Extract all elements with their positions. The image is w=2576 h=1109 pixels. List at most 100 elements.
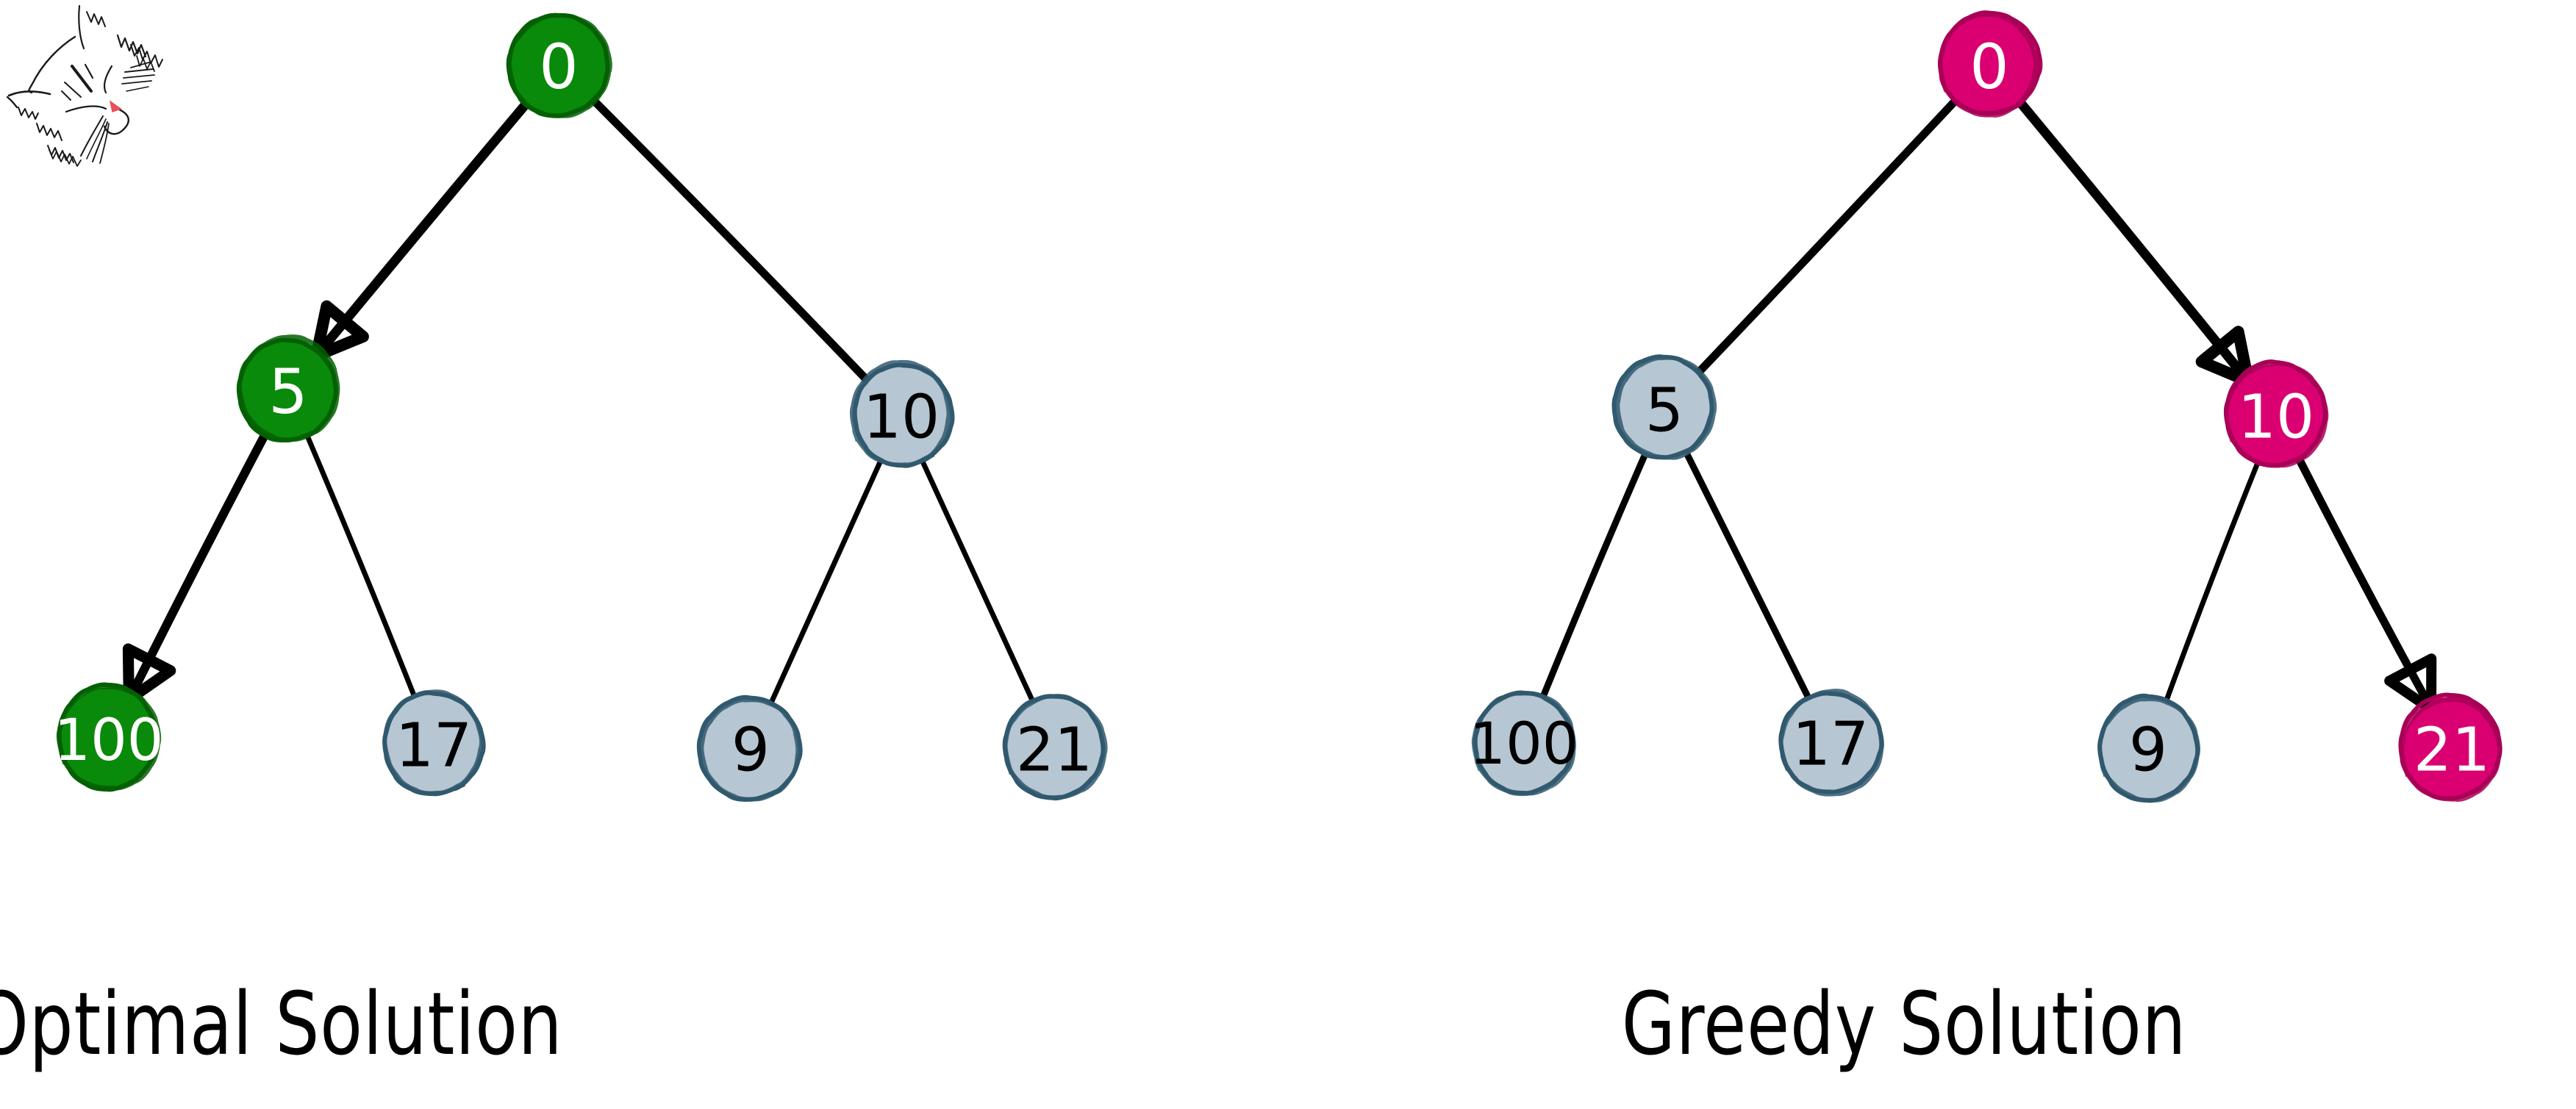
edge-5-to-17: [1682, 447, 1814, 704]
tree-node-optimal-9[interactable]: 9: [696, 695, 803, 802]
edge-10-to-9: [767, 455, 885, 708]
doodle-stroke: [47, 145, 74, 163]
cat-head-sketch: [6, 4, 163, 167]
caption-greedy-solution: Greedy Solution: [1621, 973, 2187, 1074]
node-fill: [1005, 697, 1104, 800]
node-outline: [699, 697, 801, 802]
doodle-stroke: [99, 123, 110, 164]
node-outline: [2097, 697, 2200, 803]
node-outline: [507, 13, 612, 118]
node-outline: [1615, 355, 1717, 460]
edge-5-to-100: [122, 426, 271, 706]
edge-line: [587, 94, 873, 387]
doodle-stroke: [61, 90, 71, 101]
doodle-stroke: [78, 4, 85, 50]
node-fill: [384, 692, 483, 795]
edge-layer: [122, 94, 2437, 715]
cat-head-sketch: [6, 4, 163, 167]
tree-node-optimal-100[interactable]: 100: [54, 682, 164, 792]
node-fill: [60, 687, 158, 790]
edge-line: [132, 426, 271, 691]
edge-5-to-17: [303, 430, 419, 703]
tree-node-optimal-0[interactable]: 0: [506, 12, 612, 118]
node-fill: [1474, 690, 1574, 794]
doodle-stroke: [49, 149, 82, 167]
node-fill: [2098, 696, 2198, 799]
edge-line: [1692, 95, 1961, 379]
edge-line: [767, 455, 885, 708]
edge-0-to-5: [310, 96, 534, 362]
node-outline: [1778, 689, 1884, 797]
tree-node-optimal-17[interactable]: 17: [382, 689, 486, 797]
edge-line: [1682, 447, 1814, 704]
doodle-stroke: [121, 80, 152, 85]
arrowhead-icon: [2195, 326, 2255, 387]
edge-10-to-21: [2294, 453, 2437, 715]
tree-node-greedy-100[interactable]: 100: [1470, 690, 1579, 797]
node-outline: [1003, 694, 1108, 800]
tree-node-greedy-10[interactable]: 10: [2223, 359, 2329, 468]
doodle-stroke: [28, 35, 76, 94]
node-fill: [1615, 357, 1714, 460]
node-outline: [2400, 697, 2502, 802]
node-outline: [2224, 361, 2329, 468]
node-fill: [2227, 364, 2325, 466]
edge-line: [2014, 96, 2244, 374]
tree-node-greedy-9[interactable]: 9: [2097, 693, 2200, 803]
node-outline: [1937, 12, 2039, 118]
arrowhead-icon: [122, 643, 176, 706]
edge-line: [2162, 456, 2262, 708]
doodle-stroke: [130, 44, 163, 68]
edge-5-to-100: [1539, 448, 1650, 703]
doodle-stroke: [86, 11, 106, 27]
node-fill: [851, 364, 951, 466]
doodle-stroke: [80, 115, 104, 157]
node-outline: [1471, 691, 1576, 797]
doodle-stroke: [92, 121, 108, 162]
node-fill: [1781, 691, 1881, 794]
doodle-stroke: [36, 123, 62, 141]
doodle-stroke: [104, 65, 113, 94]
edge-10-to-21: [918, 455, 1038, 708]
doodle-stroke: [18, 107, 39, 120]
node-fill: [701, 696, 800, 799]
node-fill: [1939, 13, 2039, 116]
doodle-stroke: [65, 105, 107, 113]
edge-0-to-10: [2014, 96, 2255, 387]
tree-node-greedy-5[interactable]: 5: [1611, 354, 1717, 460]
node-fill: [2402, 697, 2502, 799]
tree-node-greedy-21[interactable]: 21: [2398, 692, 2502, 802]
node-fill: [509, 13, 609, 115]
edge-10-to-9: [2162, 456, 2262, 708]
tree-node-optimal-21[interactable]: 21: [1002, 694, 1108, 801]
node-outline: [56, 684, 162, 791]
doodle-stroke: [124, 68, 154, 73]
arrowhead-icon: [2384, 653, 2437, 715]
node-layer: 0 5 10 100 17 9 21 0 5 10 100 17 9 21: [54, 10, 2502, 803]
doodle-stroke: [130, 61, 152, 68]
tree-node-optimal-5[interactable]: 5: [236, 334, 340, 443]
node-outline: [237, 334, 340, 442]
node-outline: [849, 359, 951, 467]
tree-node-greedy-17[interactable]: 17: [1778, 689, 1884, 797]
doodle-stroke: [6, 96, 18, 109]
doodle-stroke: [64, 82, 82, 98]
node-outline: [382, 689, 484, 796]
tree-node-optimal-10[interactable]: 10: [849, 359, 955, 468]
tree-node-greedy-0[interactable]: 0: [1937, 10, 2043, 118]
edge-line: [321, 96, 534, 349]
cat-nose-icon: [109, 100, 122, 112]
doodle-stroke: [123, 74, 155, 79]
doodle-stroke: [7, 90, 51, 97]
edge-0-to-10: [587, 94, 873, 387]
node-fill: [239, 339, 338, 441]
edge-line: [1539, 448, 1650, 703]
edge-0-to-5: [1692, 95, 1961, 379]
edge-line: [918, 455, 1038, 708]
doodle-stroke: [84, 63, 94, 79]
doodle-stroke: [71, 65, 93, 93]
edge-line: [2294, 453, 2428, 700]
caption-optimal-solution: Optimal Solution: [0, 973, 563, 1074]
